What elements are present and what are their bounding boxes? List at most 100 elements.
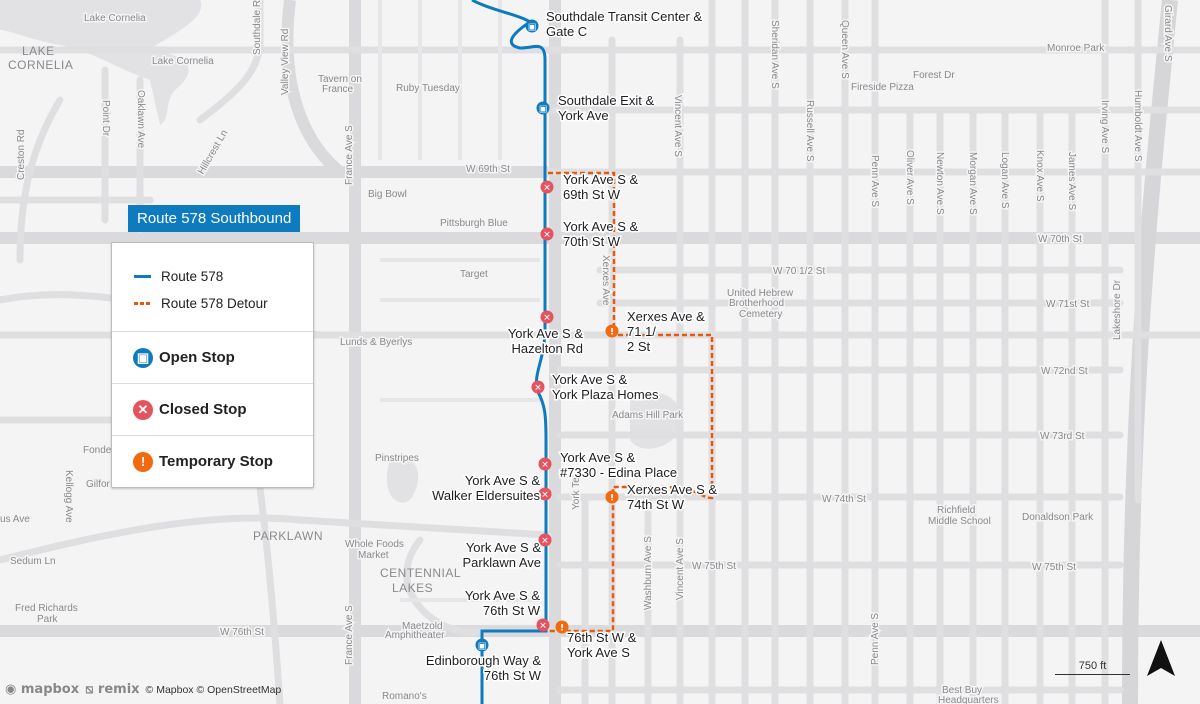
stop-label: York Ave S & <box>508 326 583 341</box>
legend-route-label: Route 578 <box>161 269 224 284</box>
map-label: Headquarters <box>938 695 999 704</box>
stop-closed[interactable]: ✕York Ave S &Walker Eldersuites <box>431 472 552 505</box>
north-arrow-icon[interactable] <box>1145 638 1177 678</box>
stop-open[interactable]: ▣Edinborough Way &76th St W <box>424 638 543 685</box>
map-label: Oaklawn Ave <box>135 90 146 149</box>
stop-closed[interactable]: ✕York Ave S &Parklawn Ave <box>461 533 552 572</box>
map-label: Gilfor <box>86 479 111 490</box>
stop-label: #7330 - Edina Place <box>560 465 677 480</box>
stop-marker-closed[interactable] <box>540 310 554 324</box>
stop-closed[interactable]: ✕York Ave S &York Plaza Homes <box>531 371 660 404</box>
stop-marker-closed[interactable] <box>536 618 550 632</box>
map-label: Lake Cornelia <box>84 13 146 24</box>
map-label: PARKLAWN <box>253 529 323 543</box>
stop-label: Parklawn Ave <box>462 555 541 570</box>
map-label: W 76th St <box>220 627 264 638</box>
map-label: Lake Cornelia <box>152 56 214 67</box>
stop-marker-open[interactable] <box>536 101 550 115</box>
stop-temporary[interactable]: !Xerxes Ave &71 1/2 St <box>605 308 707 356</box>
stop-marker-closed[interactable] <box>538 533 552 547</box>
legend-temporary-label: Temporary Stop <box>159 453 273 470</box>
stop-closed[interactable]: ✕York Ave S &Hazelton Rd <box>506 310 585 358</box>
map-label: Brotherhood <box>729 298 784 309</box>
map-label: York Ter <box>571 473 582 510</box>
stop-marker-temporary[interactable] <box>605 324 619 338</box>
map-label: Park <box>37 614 59 625</box>
map-label: Pittsburgh Blue <box>440 218 508 229</box>
map-label: Fonde <box>83 445 112 456</box>
map-label: Humboldt Ave S <box>1132 90 1143 162</box>
map-label: Newton Ave S <box>934 152 945 215</box>
map-label: Vincent Ave S <box>675 538 686 600</box>
map-label: W 70 1/2 St <box>773 266 825 277</box>
stop-open[interactable]: ▣Southdale Transit Center &Gate C <box>525 8 704 41</box>
stop-marker-closed[interactable] <box>538 457 552 471</box>
map-label: W 69th St <box>466 164 510 175</box>
route-title: Route 578 Southbound <box>128 205 301 232</box>
map-label: Maetzold <box>402 621 443 632</box>
legend-open-stop: ▣Open Stop <box>112 332 313 384</box>
stop-closed[interactable]: ✕York Ave S &70th St W <box>540 218 640 251</box>
map-label: LAKES <box>392 581 433 595</box>
remix-logo[interactable]: ⧅ remix <box>85 682 140 697</box>
close-icon: ✕ <box>543 314 551 324</box>
stop-label: York Ave S & <box>465 473 540 488</box>
stop-label: 76th St W <box>484 668 542 683</box>
stop-marker-closed[interactable] <box>531 380 545 394</box>
mapbox-logo[interactable]: ◉ mapbox <box>5 682 80 697</box>
map-label: Vincent Ave S <box>672 95 683 157</box>
stop-label: York Plaza Homes <box>552 387 659 402</box>
close-icon: ✕ <box>539 622 547 632</box>
map-label: Point Dr <box>100 100 111 137</box>
map-label: Sheridan Ave S <box>769 20 780 89</box>
map-label: Middle School <box>928 516 991 527</box>
close-icon: ✕ <box>541 537 549 547</box>
stop-marker-temporary[interactable] <box>555 620 569 634</box>
exclamation-icon: ! <box>133 451 153 472</box>
stop-label: 2 St <box>627 339 651 354</box>
stop-marker-temporary[interactable] <box>605 490 619 504</box>
stop-marker-closed[interactable] <box>540 227 554 241</box>
map-label: Fred Richards <box>15 603 78 614</box>
map-label: James Ave S <box>1066 152 1077 211</box>
map-label: Big Bowl <box>368 189 407 200</box>
stop-label: Walker Eldersuites <box>432 488 540 503</box>
attribution-text[interactable]: © Mapbox © OpenStreetMap <box>145 683 282 696</box>
stop-marker-closed[interactable] <box>540 180 554 194</box>
stop-label: Xerxes Ave S & <box>627 482 717 497</box>
stop-open[interactable]: ▣Southdale Exit &York Ave <box>536 92 656 125</box>
stop-temporary[interactable]: !Xerxes Ave S &74th St W <box>605 481 719 514</box>
map-label: W 73rd St <box>1040 431 1085 442</box>
stop-label: York Ave S & <box>466 540 541 555</box>
scale-bar: 750 ft <box>1055 660 1130 675</box>
map-label: W 70th St <box>1038 234 1082 245</box>
close-icon: ✕ <box>133 399 153 420</box>
stop-label: York Ave S & <box>560 450 635 465</box>
map-label: Southdale Rd <box>252 0 263 55</box>
stop-marker-open[interactable] <box>475 638 489 652</box>
stop-marker-closed[interactable] <box>538 487 552 501</box>
map-label: W 74th St <box>822 494 866 505</box>
exclamation-icon: ! <box>610 328 614 338</box>
map-label: us Ave <box>0 514 30 525</box>
stop-closed[interactable]: ✕York Ave S &76th St W <box>463 587 550 632</box>
map-label: Amphitheater <box>385 630 445 641</box>
stop-label: York Ave S & <box>552 372 627 387</box>
map-label: Best Buy <box>942 685 982 696</box>
stop-label: 70th St W <box>563 234 621 249</box>
stop-marker-open[interactable] <box>525 19 539 33</box>
legend-temporary-stop: ! Temporary Stop <box>112 436 313 487</box>
stop-label: 76th St W <box>483 603 541 618</box>
stop-label: Southdale Exit & <box>558 93 654 108</box>
stop-label: York Ave S & <box>563 172 638 187</box>
stop-closed[interactable]: ✕York Ave S &69th St W <box>540 171 640 204</box>
map-label: Adams Hill Park <box>612 410 684 421</box>
stop-closed[interactable]: ✕York Ave S &#7330 - Edina Place <box>538 449 679 482</box>
close-icon: ✕ <box>543 184 551 194</box>
stop-label: 76th St W & <box>567 630 637 645</box>
lake <box>0 0 202 125</box>
legend-closed-label: Closed Stop <box>159 401 247 418</box>
stop-temporary[interactable]: !76th St W &York Ave S <box>555 620 638 662</box>
